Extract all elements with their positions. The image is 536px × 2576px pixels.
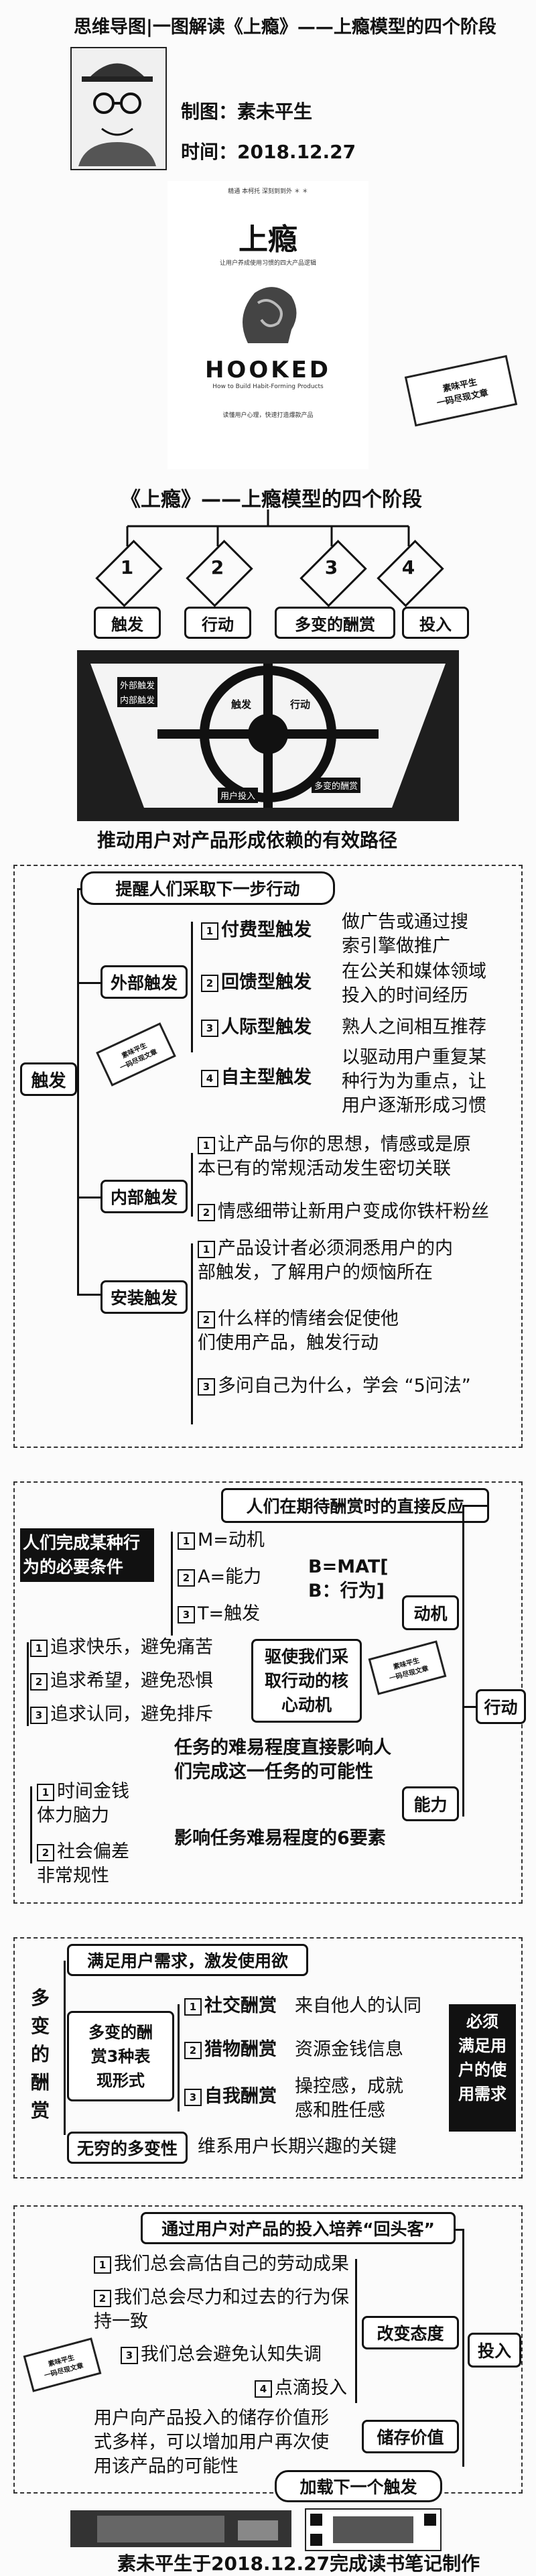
- quad-trigger: 触发: [231, 698, 252, 711]
- invest-section: [13, 2205, 523, 2494]
- book-bottom-note: 读懂用户心理，快速打造爆款产品: [222, 412, 314, 419]
- action-top: 人们在期待酬赏时的直接反应: [221, 1488, 489, 1523]
- invest-root: 投入: [468, 2333, 521, 2368]
- reward-finite: 无穷的多变性: [67, 2132, 188, 2164]
- reward-desc-1: 来自他人的认同: [295, 1996, 421, 2016]
- book-title-cn: 上瘾: [239, 223, 297, 257]
- invest-attitude: 改变态度: [362, 2316, 459, 2349]
- book-title-en: HOOKED: [204, 357, 332, 383]
- quad-external: 外部触发: [117, 677, 158, 692]
- stage-trigger: 触发: [94, 607, 161, 639]
- ext-desc-4: 以驱动用户重复某 种行为为重点，让 用户逐渐形成习惯: [342, 1047, 486, 1116]
- stamp-top: 素味平生 一码尽现文章: [404, 355, 518, 427]
- book-cover: 精通 本柯托 深刻到到外 ＊ ＊ 上瘾 让用户养成使用习惯的四大产品逻辑 HOO…: [168, 181, 368, 469]
- reward-desc-2: 资源金钱信息: [295, 2039, 403, 2060]
- step-4: 4: [401, 556, 415, 578]
- book-subtitle-en: How to Build Habit-Forming Products: [212, 383, 324, 390]
- trigger-top: 提醒人们采取下一步行动: [80, 871, 335, 905]
- hook-model-graphic: 外部触发 内部触发 用户投入 多变的酬赏 触发 行动: [77, 650, 459, 821]
- reward-top: 满足用户需求，激发使用欲: [67, 1944, 308, 1976]
- reward-right: 必须 满足用 户的使 用需求: [449, 2004, 516, 2132]
- reward-finite-desc: 维系用户长期兴趣的关键: [198, 2136, 397, 2157]
- qr-code: [305, 2508, 442, 2551]
- brain-head-icon: [228, 276, 308, 357]
- stage-invest: 投入: [402, 607, 469, 639]
- six-factors: 影响任务难易程度的6要素: [174, 1828, 386, 1849]
- quad-action: 行动: [290, 698, 311, 711]
- trigger-root: 触发: [20, 1062, 77, 1096]
- motive-core: 驱使我们采 取行动的核 心动机: [251, 1639, 362, 1723]
- trigger-section: [13, 865, 523, 1448]
- install-trigger: 安装触发: [100, 1280, 188, 1314]
- model-caption: 推动用户对产品形成依赖的有效路径: [97, 829, 398, 851]
- invest-store: 储存价值: [362, 2420, 459, 2453]
- reward-forms: 多变的酬 赏3种表 现形式: [67, 2011, 174, 2101]
- model-heading: 《上瘾》——上瘾模型的四个阶段: [121, 488, 422, 511]
- laptop-photo: [70, 2510, 291, 2547]
- step-2: 2: [210, 556, 224, 578]
- book-subtitle-cn: 让用户养成使用习惯的四大产品逻辑: [219, 260, 316, 267]
- ability-label: 能力: [402, 1786, 459, 1821]
- invest-top: 通过用户对产品的投入培养“回头客”: [141, 2212, 456, 2244]
- author-avatar: [70, 47, 167, 170]
- quad-internal: 内部触发: [117, 692, 158, 707]
- action-condition: 人们完成某种行 为的必要条件: [20, 1528, 154, 1582]
- external-trigger: 外部触发: [100, 965, 188, 999]
- step-1: 1: [120, 556, 134, 578]
- author-label: 制图：素未平生: [181, 101, 313, 123]
- model-connectors: [126, 509, 410, 546]
- stage-reward: 多变的酬赏: [275, 607, 395, 639]
- time-label: 时间：2018.12.27: [181, 141, 356, 163]
- reward-section: [13, 1937, 523, 2179]
- ext-desc-1: 做广告或通过搜 索引擎做推广: [342, 912, 468, 957]
- ability-desc: 任务的难易程度直接影响人 们完成这一任务的可能性: [174, 1737, 391, 1782]
- quad-invest: 用户投入: [218, 788, 259, 803]
- reward-desc-3: 操控感，成就 感和胜任感: [295, 2076, 403, 2121]
- ext-desc-2: 在公关和媒体领域 投入的时间经历: [342, 961, 486, 1006]
- action-root: 行动: [476, 1689, 526, 1724]
- invest-store-desc: 用户向产品投入的储存价值形 式多样，可以增加用户再次使 用该产品的可能性: [94, 2408, 329, 2477]
- stage-action: 行动: [184, 607, 251, 639]
- invest-next: 加载下一个触发: [275, 2470, 442, 2502]
- step-3: 3: [324, 556, 338, 578]
- motive-label: 动机: [402, 1595, 459, 1630]
- footer-text: 素未平生于2018.12.27完成读书笔记制作: [117, 2553, 480, 2575]
- quad-reward: 多变的酬赏: [312, 778, 361, 793]
- bmat: B=MAT[ B：行为]: [308, 1556, 389, 1601]
- internal-trigger: 内部触发: [100, 1180, 188, 1213]
- page-title: 思维导图|一图解读《上瘾》——上瘾模型的四个阶段: [74, 17, 496, 38]
- book-top-note: 精通 本柯托 深刻到到外 ＊ ＊: [228, 188, 308, 195]
- reward-root: 多 变 的 酬 赏: [30, 1987, 50, 2122]
- ext-desc-3: 熟人之间相互推荐: [342, 1017, 486, 1038]
